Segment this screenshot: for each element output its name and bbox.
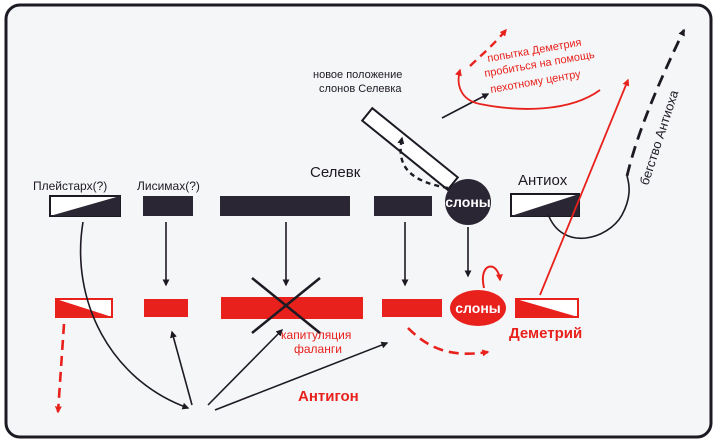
arrow-antiochus-flight [625, 28, 686, 177]
antiochus-unit [510, 193, 580, 217]
arrow-antigonus-3 [214, 341, 389, 411]
arrow-antigonus-1 [170, 330, 193, 406]
label-lysimachus: Лисимах(?) [137, 179, 200, 193]
label-demetrius: Деметрий [509, 325, 582, 342]
cross-mark-icon [251, 277, 321, 334]
label-elephants-seleucus: слоны [445, 194, 490, 210]
lysimachus-unit [143, 196, 193, 216]
label-phalanx-2: фаланги [294, 342, 342, 356]
antigonid-phalanx [221, 297, 363, 319]
label-elephants-antigonus: слоны [455, 300, 500, 316]
arrow-demetrius-dashed [469, 28, 507, 67]
arrow-elephants-turn [481, 265, 503, 289]
seleucus-unit [220, 196, 350, 216]
label-new-position-2: слонов Селевка [319, 83, 402, 95]
pleistarch-unit [49, 195, 121, 217]
label-phalanx-1: капитуляция [281, 328, 351, 342]
label-seleucus: Селевк [310, 164, 361, 181]
arrow-antigonus-2 [207, 329, 283, 406]
label-antigonus: Антигон [298, 388, 359, 405]
label-antiochus: Антиох [518, 172, 568, 189]
arrow-elephants-reposition [397, 136, 449, 190]
arrow-left-retreat [54, 323, 66, 414]
arrow-demetrius-attempt [455, 68, 601, 110]
label-pleistarch: Плейстарх(?) [33, 179, 107, 193]
elephants-new-position [360, 106, 460, 192]
seleucus-elephants [445, 179, 491, 225]
antigonid-left-unit [55, 298, 113, 318]
seleucus-right-unit [374, 196, 432, 216]
antigonid-unit-4 [382, 299, 442, 317]
antigonus-elephants [450, 290, 506, 326]
label-new-position-1: новое положение [313, 69, 402, 81]
antigonid-unit-2 [144, 299, 188, 317]
demetrius-unit [515, 298, 579, 318]
diagram-frame [4, 3, 713, 439]
arrow-right-retreat [407, 327, 490, 357]
arrow-to-new-position [441, 93, 490, 119]
arrow-demetrius-charge [539, 78, 630, 296]
arrow-pleistarch-curve [79, 221, 190, 410]
